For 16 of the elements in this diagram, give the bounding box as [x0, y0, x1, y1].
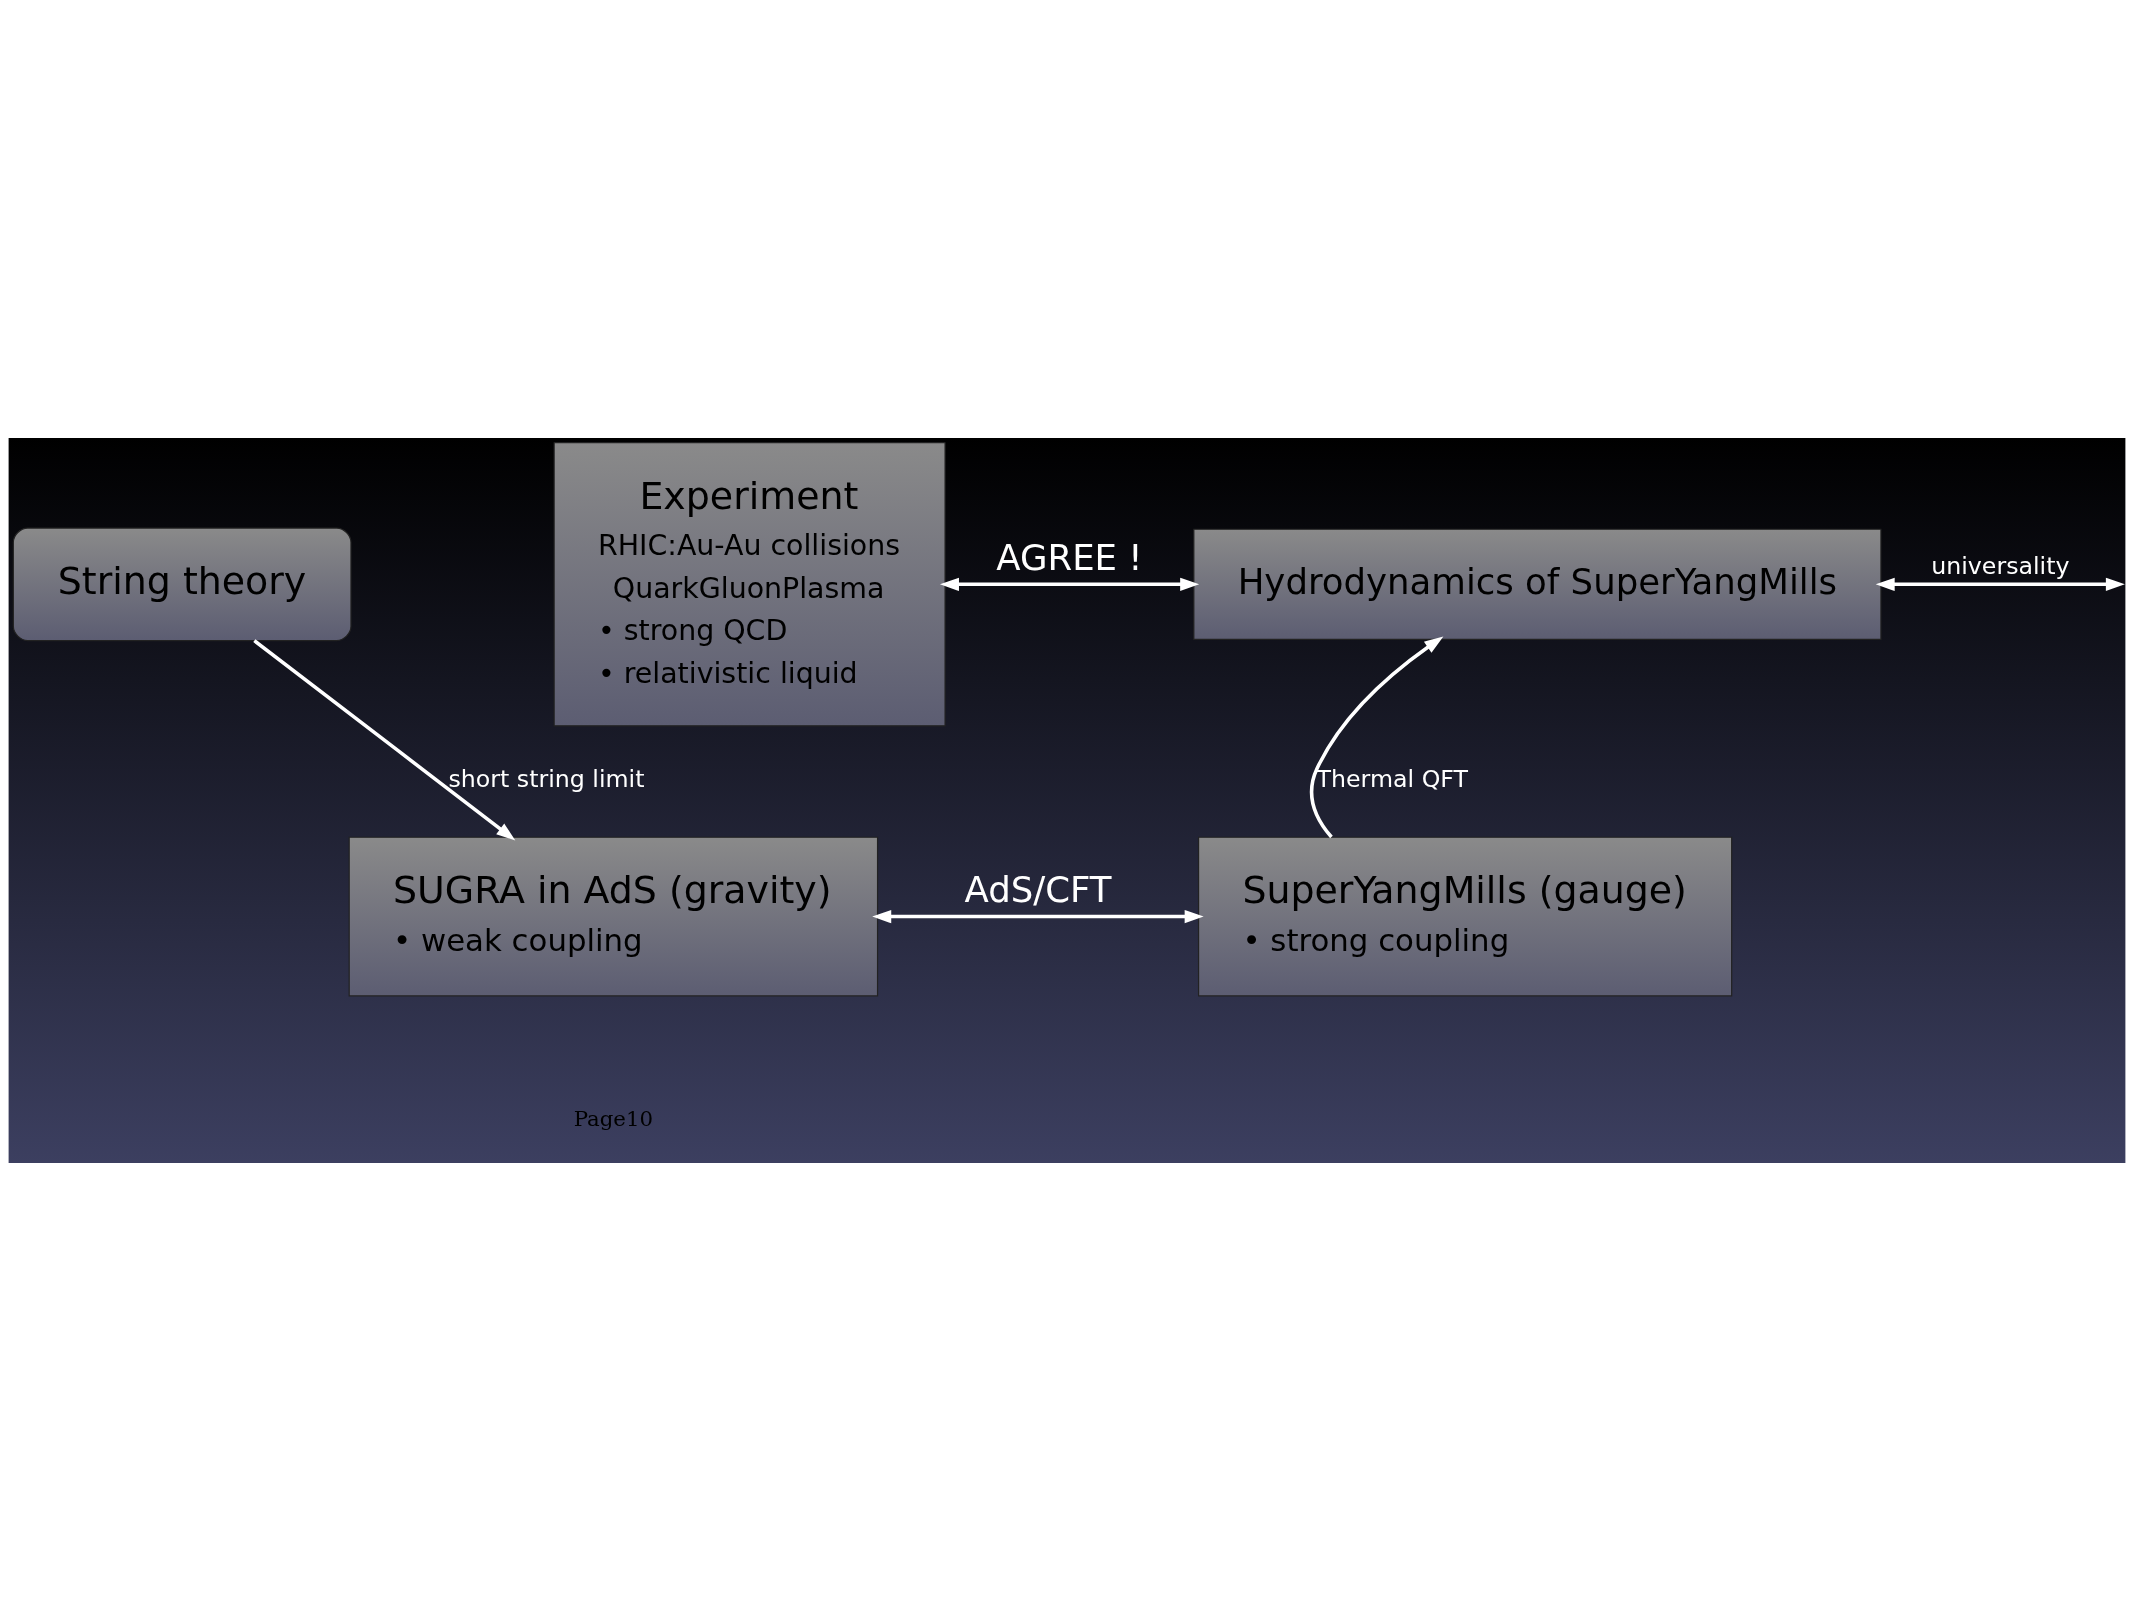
edge-label: universality: [1931, 551, 2070, 580]
node-box: String theory: [12, 526, 352, 641]
arrow: [1309, 635, 1444, 838]
edge-label: AGREE !: [996, 536, 1143, 578]
edge-label: Thermal QFT: [1316, 764, 1468, 793]
edge-label: AdS/CFT: [964, 868, 1112, 910]
node-box: SuperYangMills (gauge) • strong coupling: [1198, 836, 1733, 997]
arrow: [939, 577, 1200, 591]
arrow: [872, 909, 1204, 923]
node-box: SUGRA in AdS (gravity) • weak coupling: [348, 836, 879, 997]
edge-label: short string limit: [448, 764, 645, 793]
arrow: [253, 638, 516, 840]
node-box: Experiment RHIC:Au-Au collisions QuarkGluonPlasma • strong QCD • relativistic liquid: [553, 441, 946, 726]
label: Page10: [573, 1105, 654, 1131]
arrow: [1875, 577, 2125, 591]
node-box: Hydrodynamics of SuperYangMills: [1193, 528, 1882, 640]
